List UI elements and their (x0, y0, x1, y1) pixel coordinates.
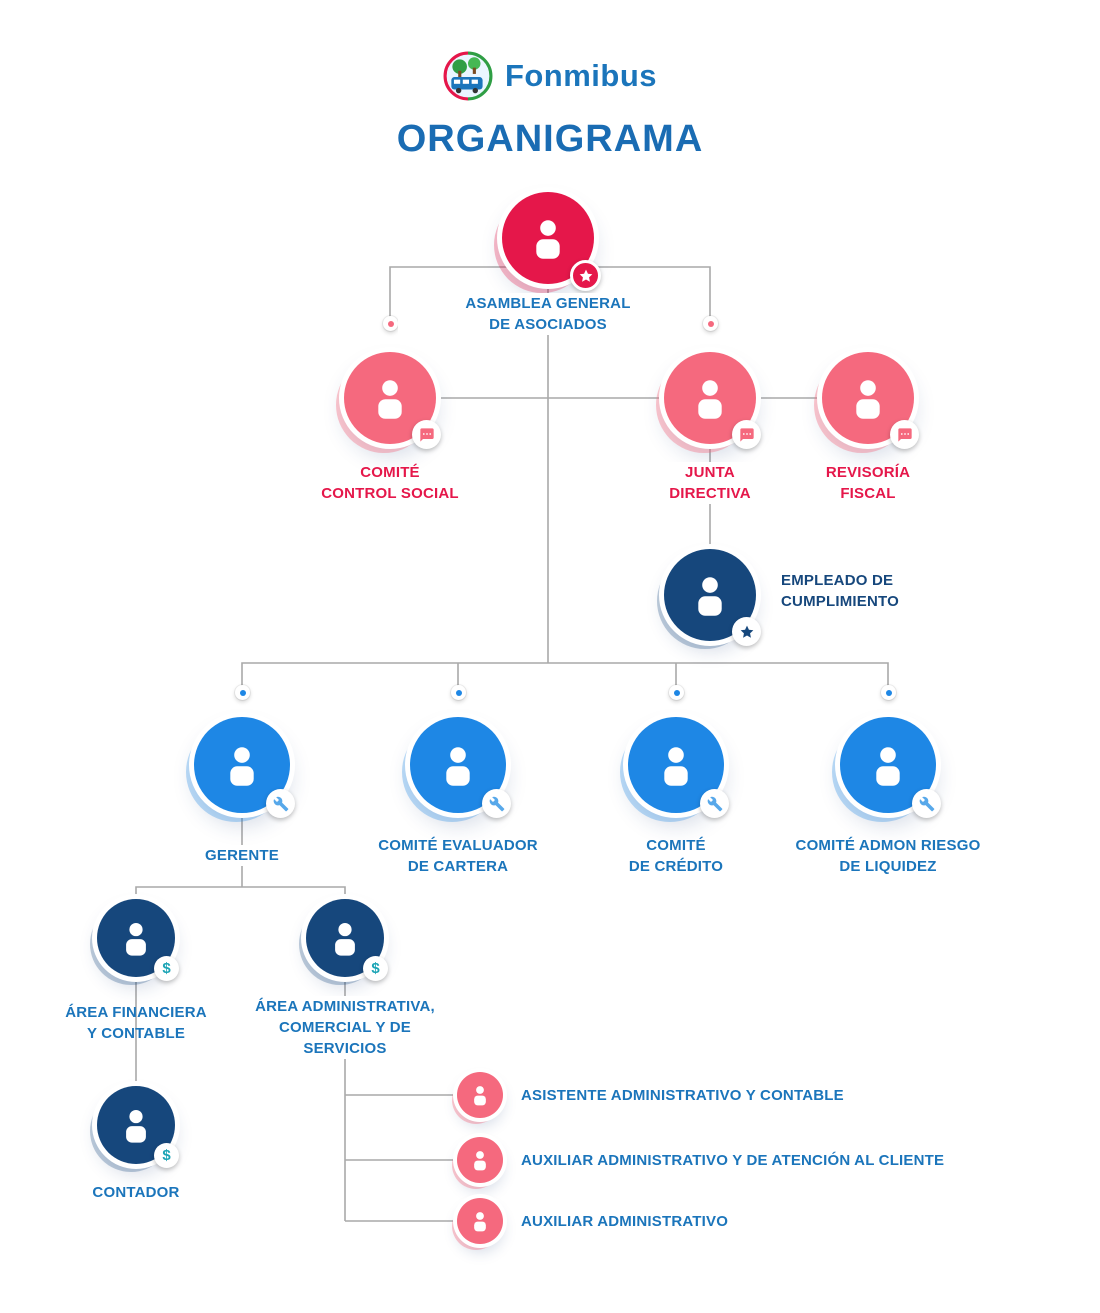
page-title: ORGANIGRAMA (396, 118, 704, 160)
connector-dot (451, 685, 466, 700)
node-empleado-cumplimiento (664, 549, 761, 646)
node-junta-directiva (664, 352, 761, 449)
wrench-badge-icon (482, 789, 511, 818)
person-icon (664, 747, 688, 786)
dollar-glyph: $ (162, 960, 171, 977)
label-revisoria-fiscal: REVISORÍA FISCAL (825, 464, 911, 502)
dollar-badge-icon: $ (154, 1143, 179, 1168)
label-auxiliar-administrativo: AUXILIAR ADMINISTRATIVO (521, 1213, 729, 1230)
label-comite-admon-riesgo: COMITÉ ADMON RIESGO DE LIQUIDEZ (795, 837, 981, 875)
label-area-administrativa: ÁREA ADMINISTRATIVA, COMERCIAL Y DE SERV… (235, 996, 455, 1059)
dot-core (673, 689, 680, 696)
star-badge-icon (570, 260, 601, 291)
wrench-badge-icon (912, 789, 941, 818)
person-icon (856, 380, 880, 419)
chat-badge-icon (890, 420, 919, 449)
person-icon (474, 1086, 486, 1106)
node-comite-admon-riesgo (840, 717, 941, 818)
dot-core (885, 689, 892, 696)
person-icon (335, 922, 355, 956)
wrench-badge-icon (700, 789, 729, 818)
person-icon (126, 1109, 146, 1143)
node-asamblea (502, 192, 601, 291)
star-badge-icon (732, 617, 761, 646)
node-comite-credito (628, 717, 729, 818)
dollar-badge-icon: $ (363, 956, 388, 981)
dollar-badge-icon: $ (154, 956, 179, 981)
chat-badge-icon (732, 420, 761, 449)
brand-name: Fonmibus (504, 58, 658, 93)
person-icon (378, 380, 402, 419)
fonmibus-logo-icon (443, 51, 493, 101)
label-asistente-admin-contable: ASISTENTE ADMINISTRATIVO Y CONTABLE (521, 1087, 844, 1104)
header: Fonmibus (0, 50, 1100, 102)
node-gerente (194, 717, 295, 818)
person-icon (126, 922, 146, 956)
node-comite-evaluador-cartera (410, 717, 511, 818)
label-comite-evaluador-cartera: COMITÉ EVALUADOR DE CARTERA (378, 837, 538, 875)
dot-core (239, 689, 246, 696)
label-asamblea: ASAMBLEA GENERAL DE ASOCIADOS (398, 293, 698, 335)
person-icon (698, 380, 722, 419)
node-area-administrativa: $ (306, 899, 388, 981)
dot-core (387, 320, 394, 327)
node-comite-control-social (344, 352, 441, 449)
node-auxiliar-admin-atencion (457, 1137, 503, 1183)
label-comite-control-social: COMITÉ CONTROL SOCIAL (321, 464, 459, 502)
dot-core (455, 689, 462, 696)
node-area-financiera: $ (97, 899, 179, 981)
wrench-badge-icon (266, 789, 295, 818)
label-junta-directiva: JUNTA DIRECTIVA (630, 462, 790, 504)
person-icon (230, 747, 254, 786)
chat-badge-icon (412, 420, 441, 449)
node-asistente-admin-contable (457, 1072, 503, 1118)
label-auxiliar-admin-atencion: AUXILIAR ADMINISTRATIVO Y DE ATENCIÓN AL… (521, 1152, 945, 1169)
person-icon (698, 577, 722, 616)
dollar-glyph: $ (162, 1147, 171, 1164)
person-icon (876, 747, 900, 786)
person-icon (446, 747, 470, 786)
connector-dot (235, 685, 250, 700)
connector-dot (669, 685, 684, 700)
label-empleado-cumplimiento: EMPLEADO DE CUMPLIMIENTO (781, 572, 899, 610)
label-gerente: GERENTE (162, 845, 322, 866)
node-revisoria-fiscal (822, 352, 919, 449)
dollar-glyph: $ (371, 960, 380, 977)
label-contador: CONTADOR (92, 1184, 180, 1201)
person-icon (474, 1151, 486, 1171)
connector-dot (383, 316, 398, 331)
connector-dot (703, 316, 718, 331)
node-contador: $ (97, 1086, 179, 1168)
person-icon (536, 220, 560, 259)
label-area-financiera: ÁREA FINANCIERA Y CONTABLE (65, 1004, 207, 1042)
dot-core (707, 320, 714, 327)
label-comite-credito: COMITÉ DE CRÉDITO (628, 837, 724, 875)
connector-dot (881, 685, 896, 700)
node-auxiliar-administrativo (457, 1198, 503, 1244)
person-icon (474, 1212, 486, 1232)
